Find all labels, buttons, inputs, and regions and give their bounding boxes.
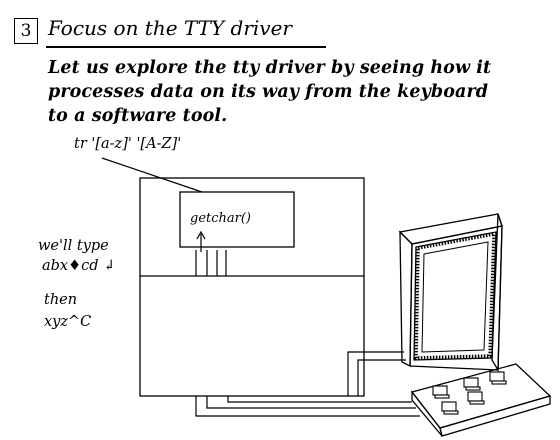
input-arrowhead [196, 230, 206, 240]
then-caption-line-2: xyz^C [44, 314, 92, 330]
slide-number: 3 [14, 18, 38, 44]
body-line-2: processes data on its way from the keybo… [48, 82, 489, 102]
keyboard-keys [432, 371, 507, 415]
command-pointer-line [101, 157, 203, 193]
tty-channel-lines [195, 250, 227, 276]
title-underline [46, 46, 326, 48]
body-line-1: Let us explore the tty driver by seeing … [48, 58, 492, 78]
computer-box [139, 177, 365, 397]
slide-title: Focus on the TTY driver [48, 16, 292, 40]
body-line-3: to a software tool. [48, 106, 228, 126]
getchar-label: getchar() [190, 211, 251, 226]
typing-caption-line-2: abx♦cd ↲ [42, 258, 116, 274]
then-caption-line-1: then [44, 292, 78, 308]
typing-caption-line-1: we'll type [38, 238, 109, 254]
command-label: tr '[a-z]' '[A-Z]' [74, 136, 182, 152]
terminal-cables [195, 351, 420, 417]
process-box [179, 191, 295, 248]
terminal-keyboard [410, 363, 552, 437]
terminal-screen [414, 231, 496, 360]
